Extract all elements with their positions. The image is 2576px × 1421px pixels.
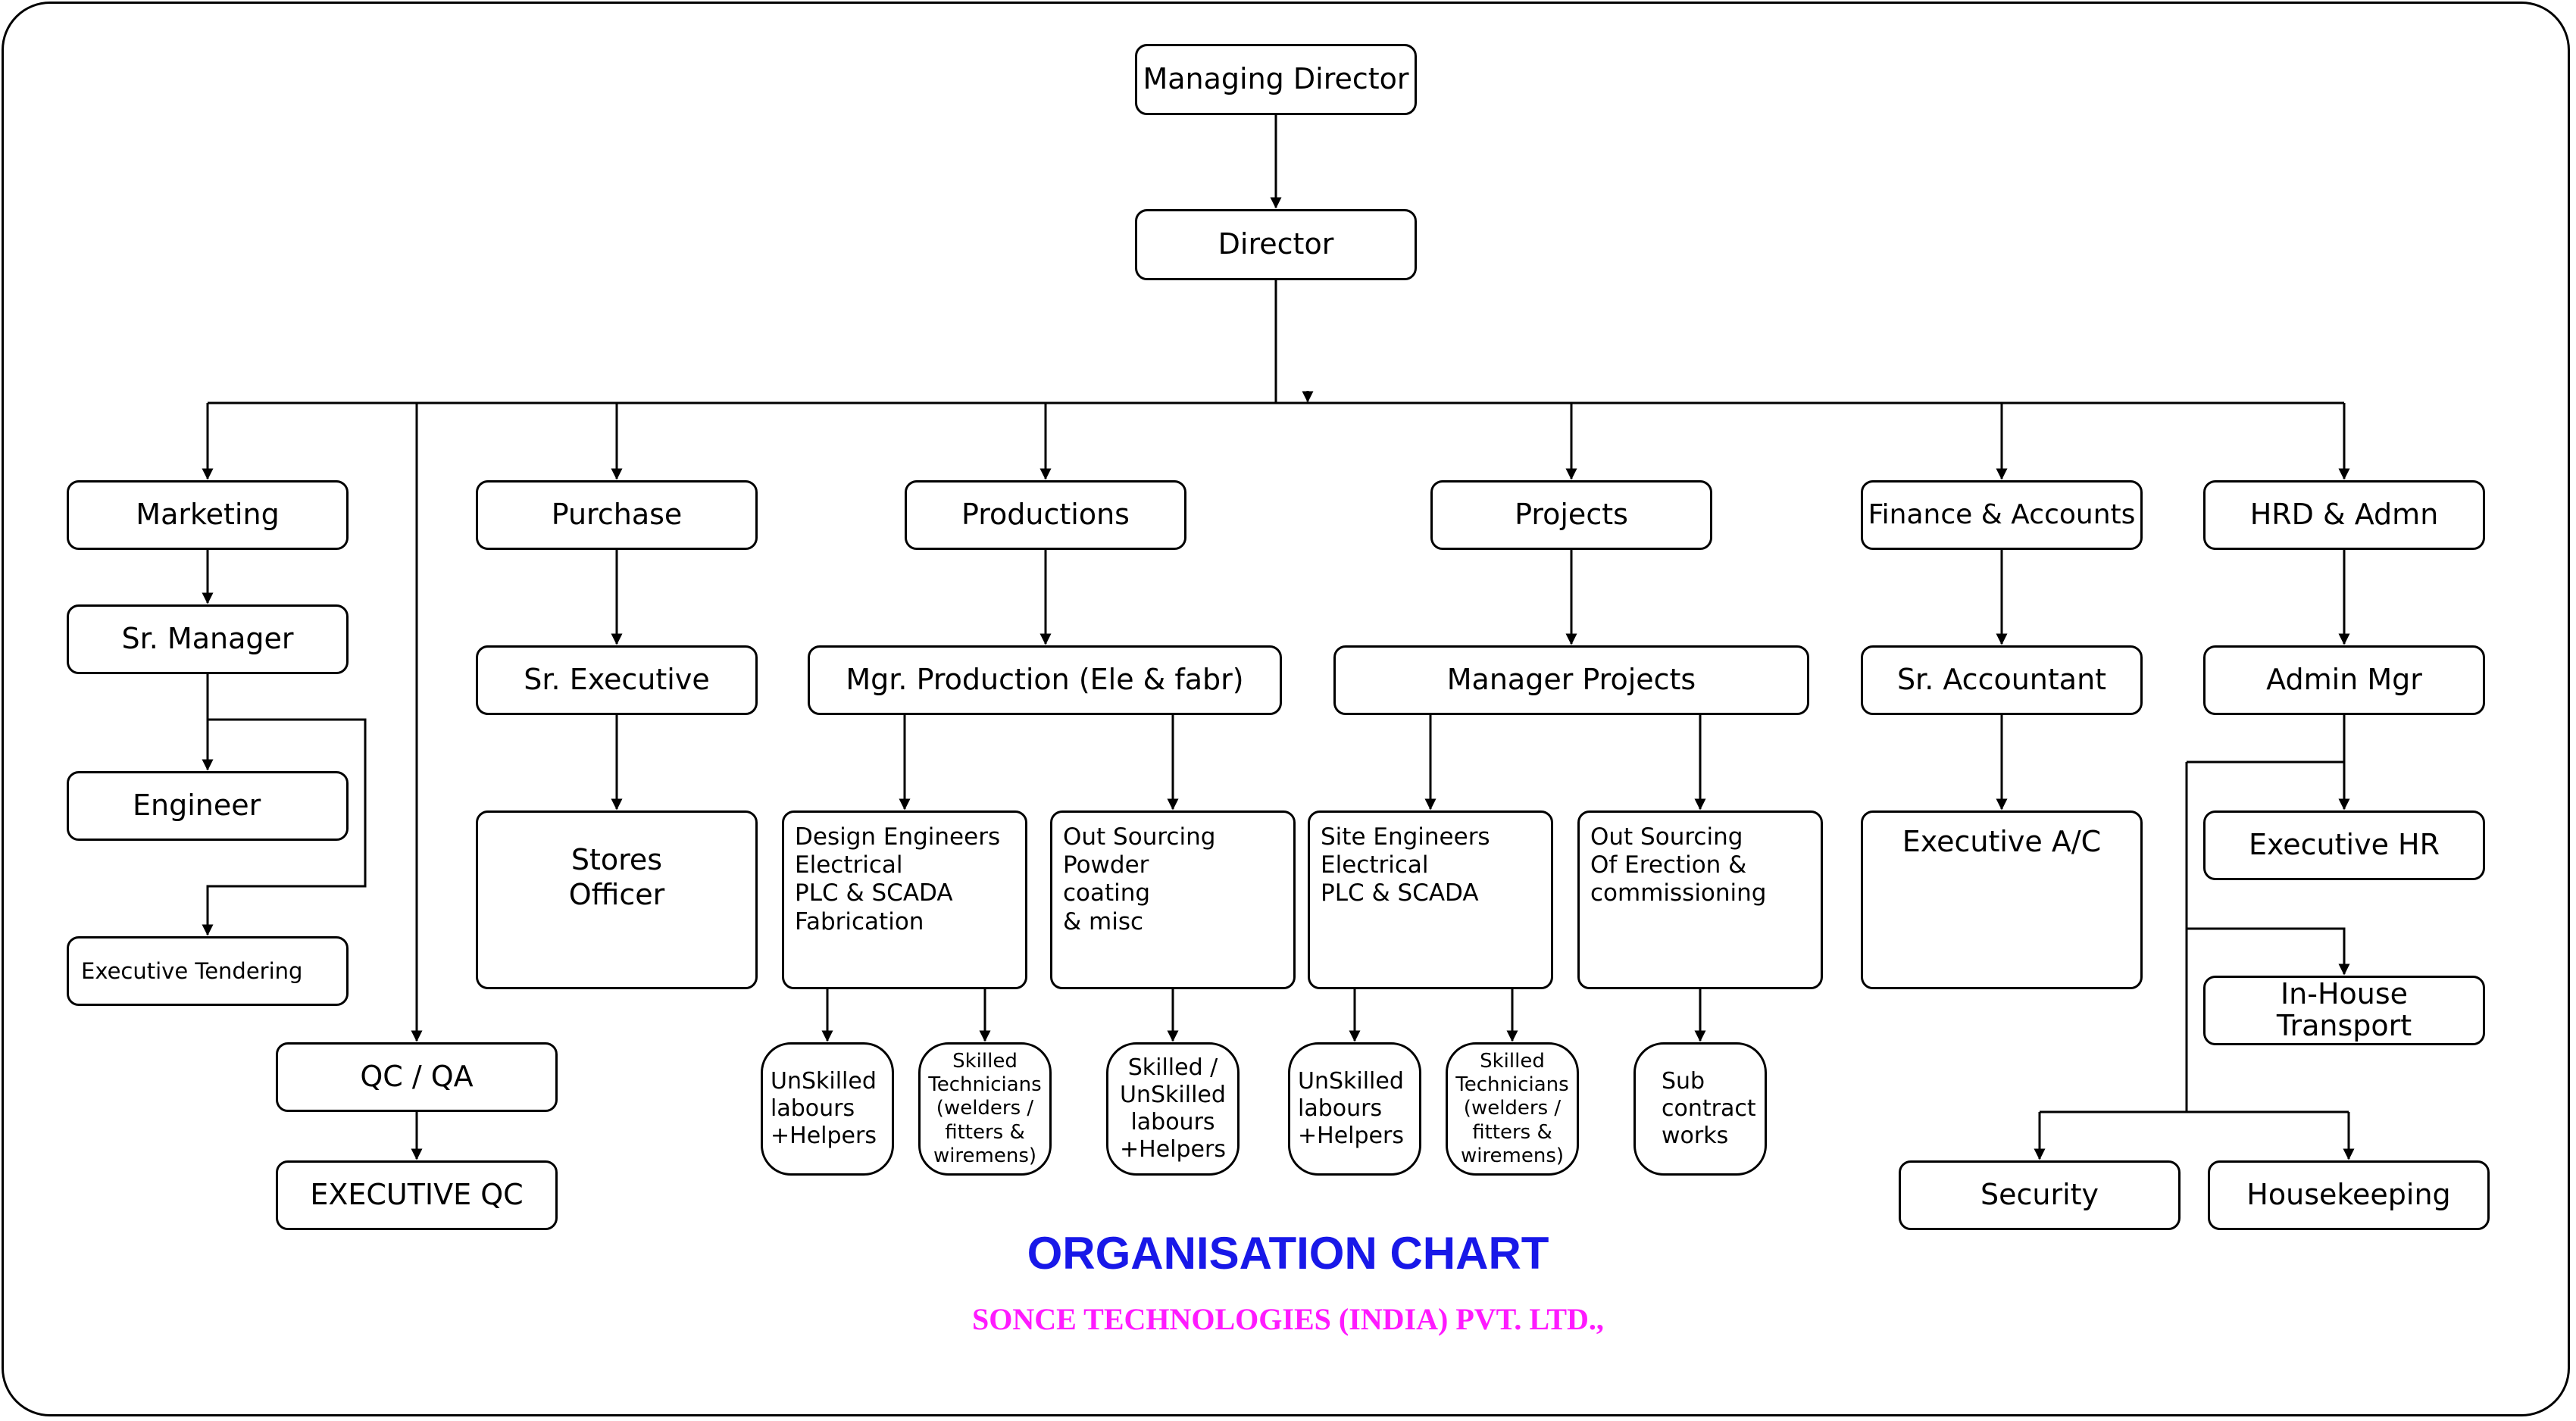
prod-unskilled-label: UnSkilled labours +Helpers [771, 1068, 877, 1149]
projects-box: Projects [1430, 480, 1712, 550]
inhouse-transport-box: In-House Transport [2203, 976, 2485, 1045]
engineer-label: Engineer [133, 789, 261, 823]
housekeeping-label: Housekeeping [2246, 1178, 2451, 1212]
out-sourcing-powder-label: Out Sourcing Powder coating & misc [1063, 823, 1216, 935]
executive-ac-box: Executive A/C [1861, 810, 2143, 989]
stores-officer-box: Stores Officer [476, 810, 758, 989]
proj-skilled-label: Skilled Technicians (welders / fitters &… [1455, 1050, 1569, 1167]
manager-projects-label: Manager Projects [1446, 663, 1696, 697]
security-box: Security [1899, 1160, 2181, 1230]
chart-title: ORGANISATION CHART [1027, 1228, 1549, 1279]
mgr-production-label: Mgr. Production (Ele & fabr) [846, 663, 1244, 697]
executive-hr-label: Executive HR [2248, 828, 2440, 862]
executive-hr-box: Executive HR [2203, 810, 2485, 880]
engineer-box: Engineer [67, 771, 349, 841]
prod-skilled-box: Skilled Technicians (welders / fitters &… [918, 1042, 1052, 1176]
proj-skilled-box: Skilled Technicians (welders / fitters &… [1446, 1042, 1579, 1176]
director-label: Director [1218, 227, 1334, 261]
manager-projects-box: Manager Projects [1333, 645, 1809, 715]
admin-mgr-box: Admin Mgr [2203, 645, 2485, 715]
sr-manager-label: Sr. Manager [121, 622, 294, 656]
hrd-admn-label: HRD & Admn [2249, 498, 2439, 532]
design-engineers-box: Design Engineers Electrical PLC & SCADA … [782, 810, 1027, 989]
executive-ac-label: Executive A/C [1902, 825, 2102, 858]
prod-skilled-unskilled-box: Skilled / UnSkilled labours +Helpers [1106, 1042, 1240, 1176]
sr-accountant-label: Sr. Accountant [1896, 663, 2107, 697]
purchase-label: Purchase [551, 498, 683, 532]
company-name: SONCE TECHNOLOGIES (INDIA) PVT. LTD., [972, 1302, 1604, 1336]
mgr-production-box: Mgr. Production (Ele & fabr) [808, 645, 1282, 715]
productions-box: Productions [905, 480, 1186, 550]
sub-contract-label: Sub contract works [1662, 1068, 1756, 1149]
qc-qa-label: QC / QA [360, 1060, 474, 1094]
out-sourcing-erection-box: Out Sourcing Of Erection & commissioning [1577, 810, 1823, 989]
marketing-label: Marketing [136, 498, 280, 532]
site-engineers-box: Site Engineers Electrical PLC & SCADA [1308, 810, 1553, 989]
productions-label: Productions [961, 498, 1130, 532]
prod-skilled-label: Skilled Technicians (welders / fitters &… [928, 1050, 1042, 1167]
prod-skilled-unskilled-label: Skilled / UnSkilled labours +Helpers [1120, 1054, 1226, 1163]
proj-unskilled-box: UnSkilled labours +Helpers [1288, 1042, 1421, 1176]
prod-unskilled-box: UnSkilled labours +Helpers [761, 1042, 894, 1176]
sr-executive-label: Sr. Executive [524, 663, 710, 697]
design-engineers-label: Design Engineers Electrical PLC & SCADA … [795, 823, 1001, 935]
sr-accountant-box: Sr. Accountant [1861, 645, 2143, 715]
sub-contract-box: Sub contract works [1633, 1042, 1767, 1176]
security-label: Security [1980, 1178, 2099, 1212]
stores-officer-label: Stores Officer [568, 843, 665, 911]
executive-qc-box: EXECUTIVE QC [276, 1160, 558, 1230]
out-sourcing-powder-box: Out Sourcing Powder coating & misc [1050, 810, 1296, 989]
executive-tendering-label: Executive Tendering [81, 957, 303, 984]
sr-executive-box: Sr. Executive [476, 645, 758, 715]
projects-label: Projects [1515, 498, 1628, 532]
sr-manager-box: Sr. Manager [67, 604, 349, 674]
managing-director-box: Managing Director [1135, 44, 1417, 115]
finance-accounts-box: Finance & Accounts [1861, 480, 2143, 550]
marketing-box: Marketing [67, 480, 349, 550]
managing-director-label: Managing Director [1143, 62, 1409, 96]
qc-qa-box: QC / QA [276, 1042, 558, 1112]
admin-mgr-label: Admin Mgr [2266, 663, 2422, 697]
executive-tendering-box: Executive Tendering [67, 936, 349, 1006]
proj-unskilled-label: UnSkilled labours +Helpers [1298, 1068, 1404, 1149]
director-box: Director [1135, 209, 1417, 280]
out-sourcing-erection-label: Out Sourcing Of Erection & commissioning [1590, 823, 1767, 907]
site-engineers-label: Site Engineers Electrical PLC & SCADA [1321, 823, 1490, 907]
inhouse-transport-label: In-House Transport [2276, 977, 2412, 1042]
purchase-box: Purchase [476, 480, 758, 550]
hrd-admn-box: HRD & Admn [2203, 480, 2485, 550]
finance-accounts-label: Finance & Accounts [1868, 499, 2136, 531]
housekeeping-box: Housekeeping [2208, 1160, 2490, 1230]
executive-qc-label: EXECUTIVE QC [310, 1178, 524, 1212]
